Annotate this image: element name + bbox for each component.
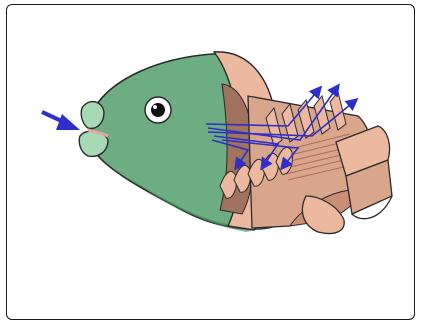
water-inflow-arrow — [42, 112, 80, 130]
eye-icon — [145, 97, 171, 123]
